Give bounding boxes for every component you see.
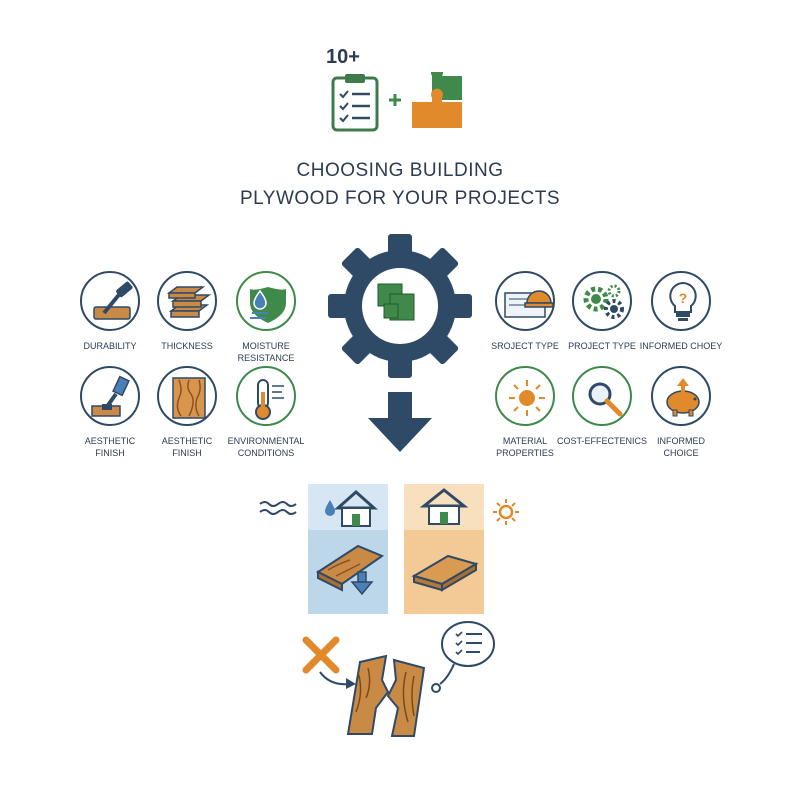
lightbulb-question-icon: ? — [669, 281, 697, 321]
house-water-icon — [325, 489, 378, 527]
page-title-line2: PLYWOOD FOR YOUR PROJECTS — [239, 188, 561, 209]
factor-label-line2: CONDITIONS — [237, 448, 295, 458]
warped-board-icon — [315, 544, 385, 596]
factor-label: THICKNESS — [161, 341, 213, 351]
factor-label: AESTHETIC — [84, 436, 136, 446]
paint-brush-icon — [91, 375, 130, 417]
piggy-bank-icon — [666, 378, 700, 417]
factor-circle — [157, 271, 217, 331]
factor-label: INFORMED CHOEY — [639, 341, 723, 351]
svg-text:?: ? — [679, 290, 688, 306]
factor-label: MOISTURE — [242, 341, 290, 351]
factor-label: PROJECT TYPE — [568, 341, 636, 351]
factor-circle — [495, 271, 555, 331]
puzzle-icon — [412, 72, 462, 128]
factor-circle — [651, 366, 711, 426]
magnifier-icon — [588, 382, 623, 417]
factor-circle: ? — [651, 271, 711, 331]
factor-label: MATERIAL — [502, 436, 548, 446]
water-shield-icon — [250, 287, 286, 323]
factor-label: COST-EFFECTENICS — [556, 436, 647, 446]
cross-icon — [302, 636, 340, 674]
down-arrow-icon — [368, 392, 432, 452]
curved-arrow-icon — [319, 671, 356, 689]
hammer-icon — [93, 281, 133, 320]
factor-circle — [572, 271, 632, 331]
wave-icon — [259, 501, 297, 515]
flat-board-icon — [411, 554, 479, 592]
sun-icon — [509, 380, 545, 416]
gear-icon — [328, 234, 472, 378]
wood-grain-icon — [172, 377, 206, 419]
factor-label: ENVIRONMENTAL — [227, 436, 305, 446]
lumber-stack-icon — [166, 286, 212, 318]
sun-small-icon — [493, 499, 519, 525]
factor-label-line2: RESISTANCE — [237, 353, 295, 363]
factor-circle — [157, 366, 217, 426]
factor-label-line2: FINISH — [172, 448, 202, 458]
thought-bubble-icon — [431, 621, 495, 693]
factor-label-line2: PROPERTIES — [496, 448, 554, 458]
factor-circle — [236, 271, 296, 331]
factor-circle — [80, 366, 140, 426]
factor-label: SROJECT TYPE — [491, 341, 559, 351]
factor-circle — [572, 366, 632, 426]
factor-circle — [495, 366, 555, 426]
plus-icon — [389, 94, 401, 106]
house-icon — [420, 488, 468, 525]
factor-label: DURABILITY — [83, 341, 137, 351]
factor-circle — [236, 366, 296, 426]
page-title-line1: CHOOSING BUILDING — [296, 160, 504, 181]
clipboard-checklist-icon — [331, 74, 379, 132]
gears-icon — [583, 284, 624, 319]
count-label: 10+ — [326, 46, 360, 68]
factor-label-line2: FINISH — [95, 448, 125, 458]
blueprint-helmet-icon — [504, 290, 554, 318]
factor-label: INFORMED — [657, 436, 705, 446]
thermometer-icon — [255, 379, 284, 420]
broken-board-icon — [346, 654, 426, 737]
factor-circle — [80, 271, 140, 331]
factor-label-line2: CHOICE — [663, 448, 699, 458]
factor-label: AESTHETIC — [161, 436, 213, 446]
